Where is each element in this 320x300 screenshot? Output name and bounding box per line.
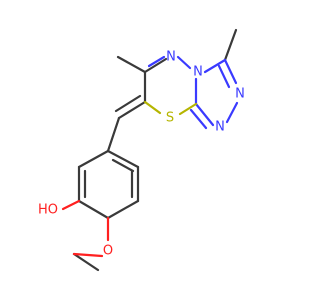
molecule-structure: N N N N S HO O: [38, 28, 245, 272]
atom-n2-label: N: [235, 87, 245, 102]
atom-s-label: S: [166, 111, 174, 126]
hetero-bonds: [61, 55, 239, 258]
bond-ar-1: [77, 149, 110, 169]
atom-n1-label: N: [215, 120, 225, 135]
bond-n5-n4: [176, 55, 192, 70]
bond-ar-6: [106, 149, 140, 169]
bond-methyl-c3: [223, 28, 238, 62]
bond-ar-3: [77, 199, 110, 220]
bond-c6-n5: [143, 57, 168, 74]
bond-n1-c8a-b: [189, 108, 208, 130]
bond-n2-n1: [225, 101, 239, 124]
atom-n4-label: N: [193, 65, 203, 80]
bond-ch-aryl: [106, 116, 121, 153]
carbon-bonds: [72, 28, 238, 272]
bond-methyl-c6: [116, 55, 147, 74]
bond-c3-n2: [223, 58, 238, 85]
bond-c7-ch-a: [117, 100, 147, 120]
bond-ar-oh: [61, 199, 81, 211]
atom-n5-label: N: [166, 50, 176, 65]
atom-labels: N N N N S HO O: [38, 50, 245, 259]
bond-c3-n2-b: [217, 64, 231, 89]
bond-s-c7: [143, 100, 162, 115]
atom-ome-label: O: [103, 244, 113, 259]
bond-ome-methyl: [72, 252, 100, 272]
bond-n4-c3: [203, 58, 227, 74]
bond-c7-ch-b: [114, 94, 142, 113]
bond-ar-6b: [111, 158, 135, 173]
bond-ome-c: [72, 252, 104, 258]
bond-c6-n5-b: [147, 55, 166, 68]
bond-ar-4: [106, 199, 140, 220]
bond-n1-c8a: [194, 102, 215, 127]
bond-c8a-s: [178, 102, 198, 116]
atom-oh-label: HO: [38, 203, 58, 218]
